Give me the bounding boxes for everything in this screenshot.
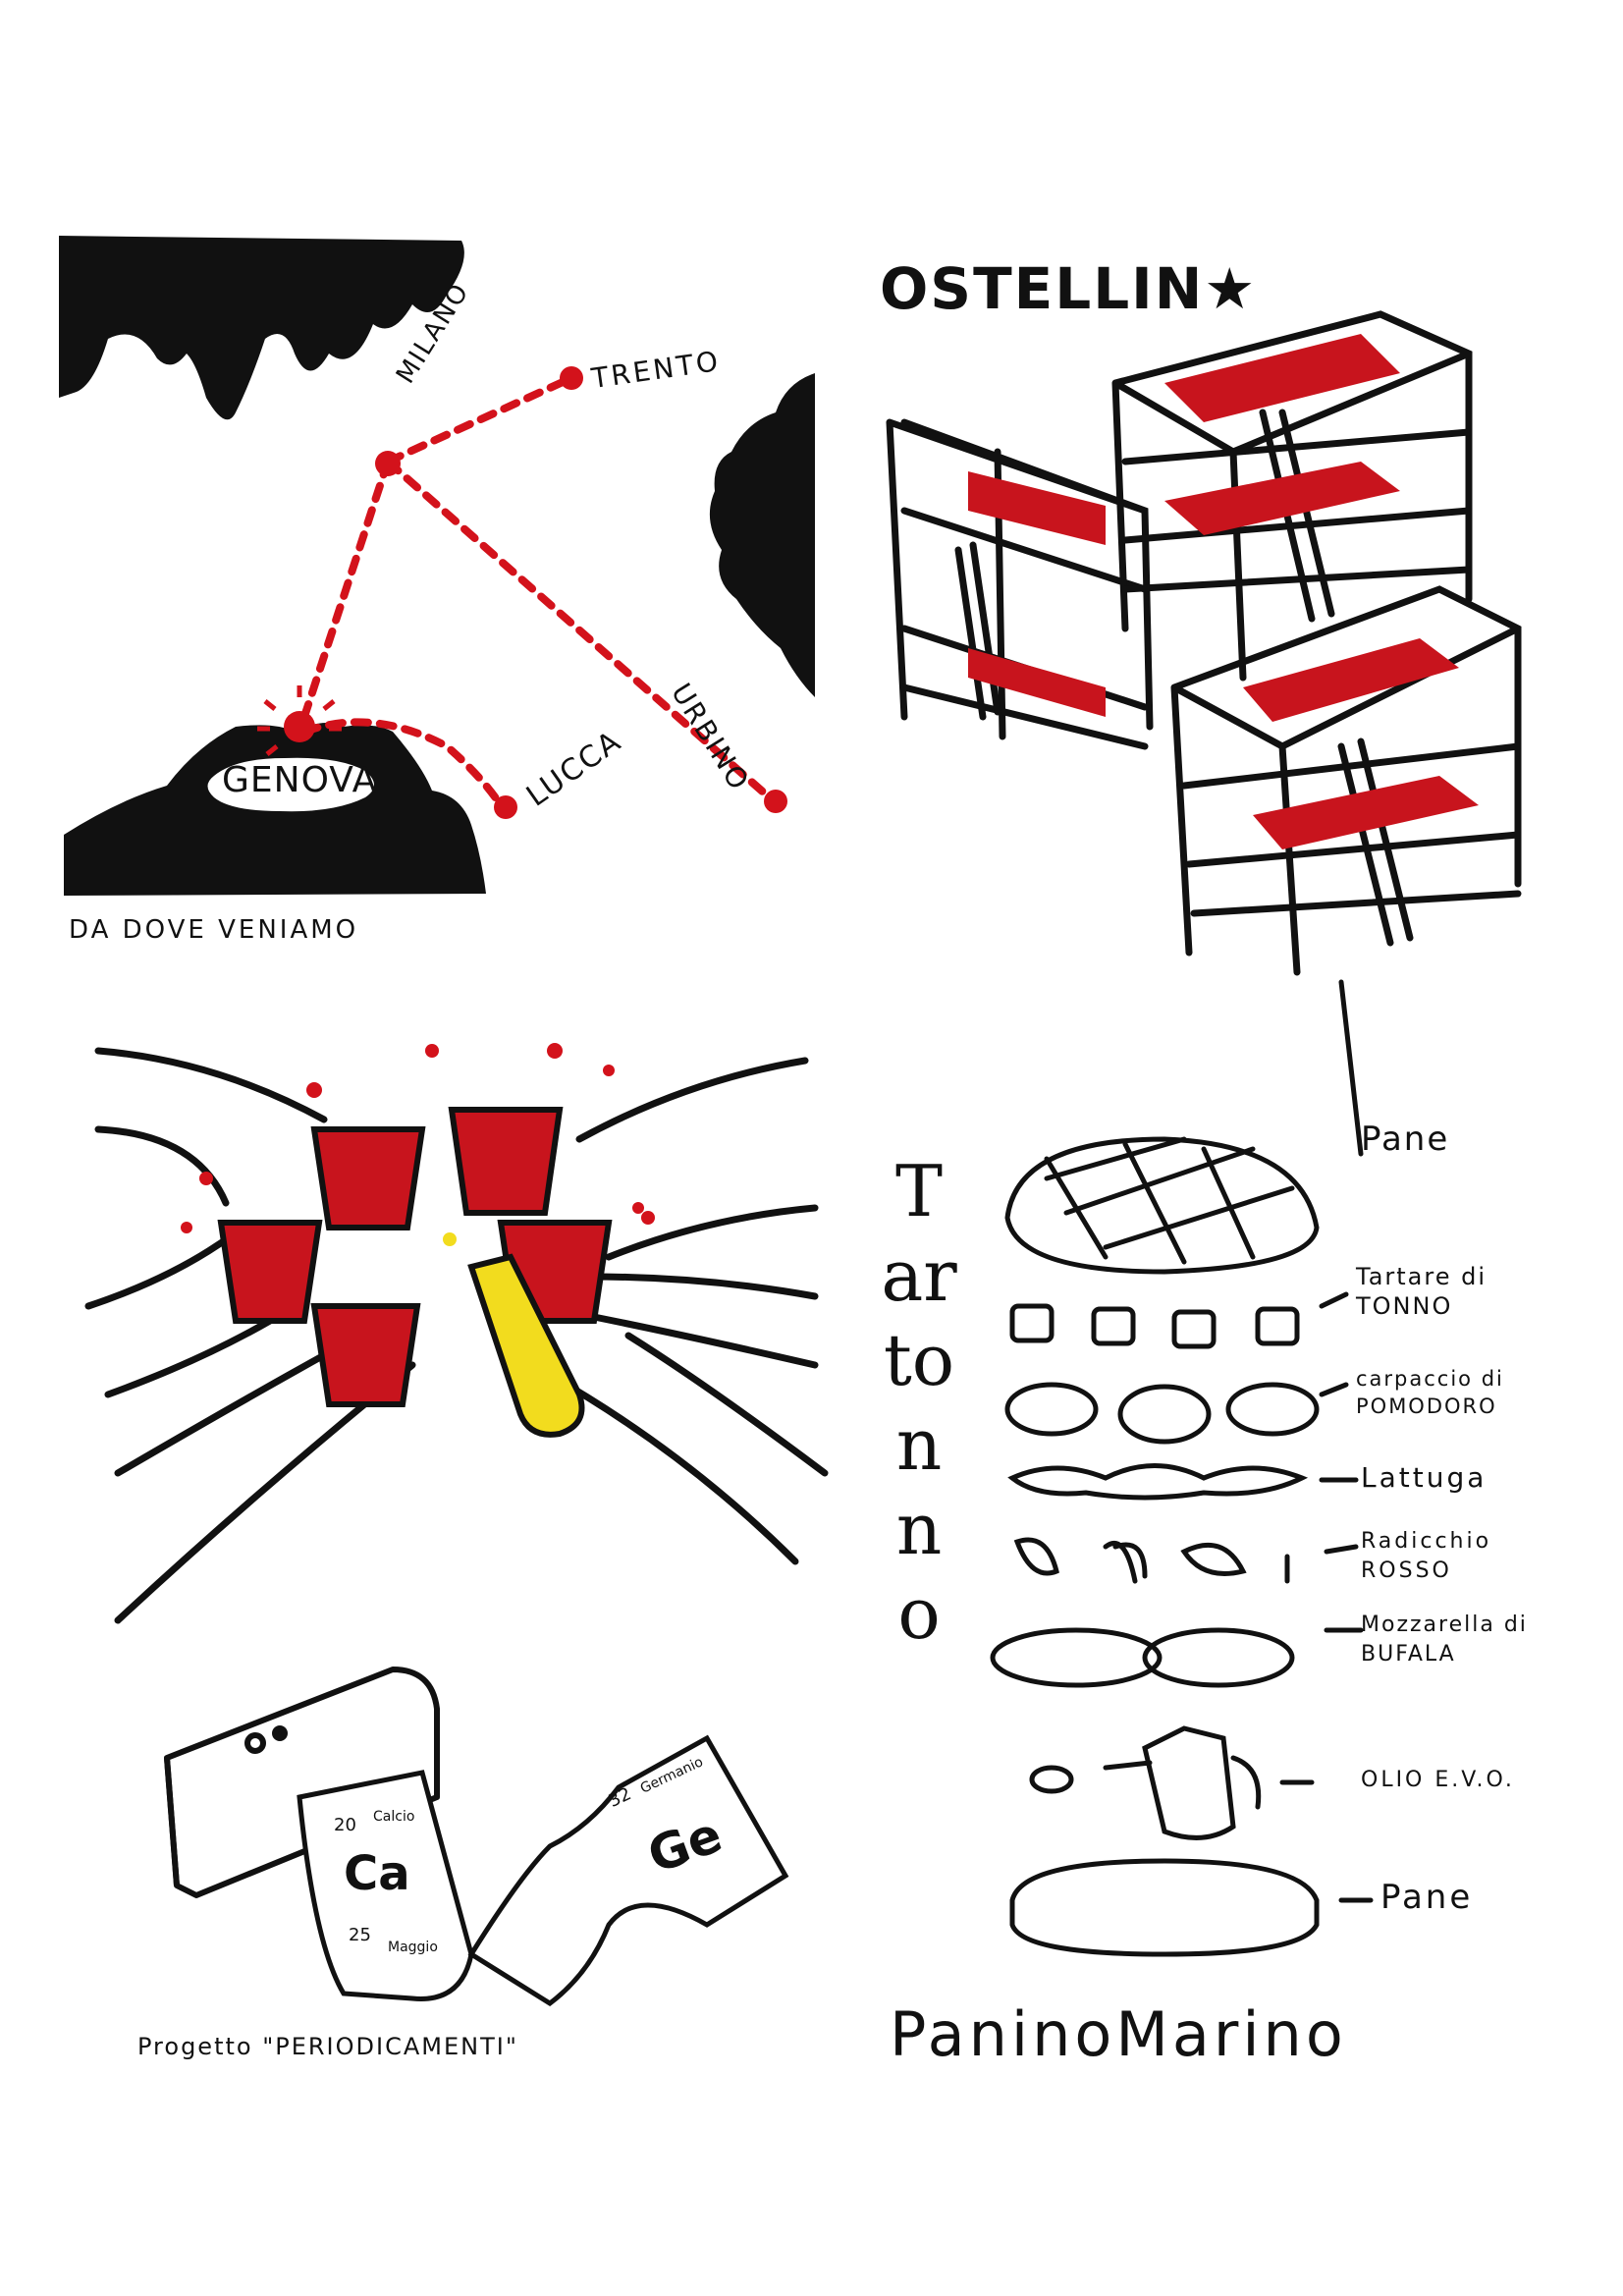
landmass-top xyxy=(59,236,464,420)
bread-top-icon xyxy=(1004,1136,1320,1275)
layer-label-pane-bottom: Pane xyxy=(1380,1878,1474,1917)
sandwich-panel: Tartonno xyxy=(811,979,1623,2296)
layer-label-mozzarella: Mozzarella di BUFALA xyxy=(1361,1613,1528,1667)
layer-label-radicchio: Radicchio ROSSO xyxy=(1361,1529,1492,1583)
oil-can-icon xyxy=(1103,1725,1262,1840)
tomato-slices-icon xyxy=(1004,1382,1320,1445)
bottle-icon xyxy=(467,1253,585,1438)
city-dot-genova xyxy=(284,711,315,742)
city-dots xyxy=(284,366,787,819)
paper-ribbon xyxy=(297,1770,474,2001)
radicchio-icon xyxy=(1013,1537,1290,1584)
cup-3 xyxy=(217,1220,323,1324)
layer-label-tartare: Tartare di TONNO xyxy=(1356,1263,1488,1320)
toast-illustration xyxy=(84,1043,829,2007)
map-drawing xyxy=(59,236,815,896)
tile-name-2: Maggio xyxy=(388,1940,438,1955)
layer-label-olio: OLIO E.V.O. xyxy=(1361,1768,1515,1792)
landmass-right-island xyxy=(709,373,815,697)
cups xyxy=(217,1107,613,1438)
tartare-cubes-icon xyxy=(1009,1303,1300,1349)
mozzarella-icon xyxy=(990,1627,1295,1688)
pointer-ticks xyxy=(1279,979,1374,1903)
routes xyxy=(296,374,778,809)
map-caption: DA DOVE VENIAMO xyxy=(69,915,359,945)
tile-name-1: Calcio xyxy=(373,1809,415,1825)
cup-5 xyxy=(310,1303,421,1407)
bunk-bed-bottom xyxy=(1170,585,1522,976)
tile-number-2: 25 xyxy=(349,1925,371,1945)
layer-label-carpaccio: carpaccio di POMODORO xyxy=(1356,1367,1504,1418)
tile-symbol-1: Ca xyxy=(344,1846,410,1901)
tile-number-1: 20 xyxy=(334,1815,356,1835)
hostel-panel: OSTELLIN★ xyxy=(811,0,1623,982)
bunk-bed-left xyxy=(886,418,1154,750)
map-panel: MILANO TRENTO GENOVA LUCCA URBINO DA DOV… xyxy=(0,0,815,982)
sandwich-footer: PaninoMarino xyxy=(890,1998,1347,2070)
hostel-title: OSTELLIN★ xyxy=(880,255,1258,322)
city-dot-milano xyxy=(375,451,401,476)
bread-bottom-icon xyxy=(1009,1858,1320,1957)
sandwich-illustration xyxy=(990,979,1374,1957)
lettuce-icon xyxy=(1007,1463,1309,1501)
bunk-bed-top xyxy=(1111,310,1473,682)
city-label-genova: GENOVA xyxy=(222,760,378,800)
genova-burst-icon xyxy=(257,685,342,756)
cup-2 xyxy=(448,1107,564,1216)
toast-panel: 20 Calcio Ca 25 Maggio 32 Germanio Ge Pr… xyxy=(0,982,829,2296)
vertical-title: Tartonno xyxy=(881,1150,957,1655)
city-dot-lucca xyxy=(494,795,517,819)
city-dot-trento xyxy=(560,366,583,390)
arms xyxy=(84,1047,829,1624)
city-dot-urbino xyxy=(764,790,787,813)
cup-1 xyxy=(310,1126,426,1230)
splashes xyxy=(181,1043,655,1233)
toast-caption: Progetto "PERIODICAMENTI" xyxy=(137,2033,518,2060)
layer-label-lattuga: Lattuga xyxy=(1361,1461,1488,1494)
bunk-beds-illustration xyxy=(886,310,1522,976)
layer-label-pane-top: Pane xyxy=(1361,1120,1450,1159)
